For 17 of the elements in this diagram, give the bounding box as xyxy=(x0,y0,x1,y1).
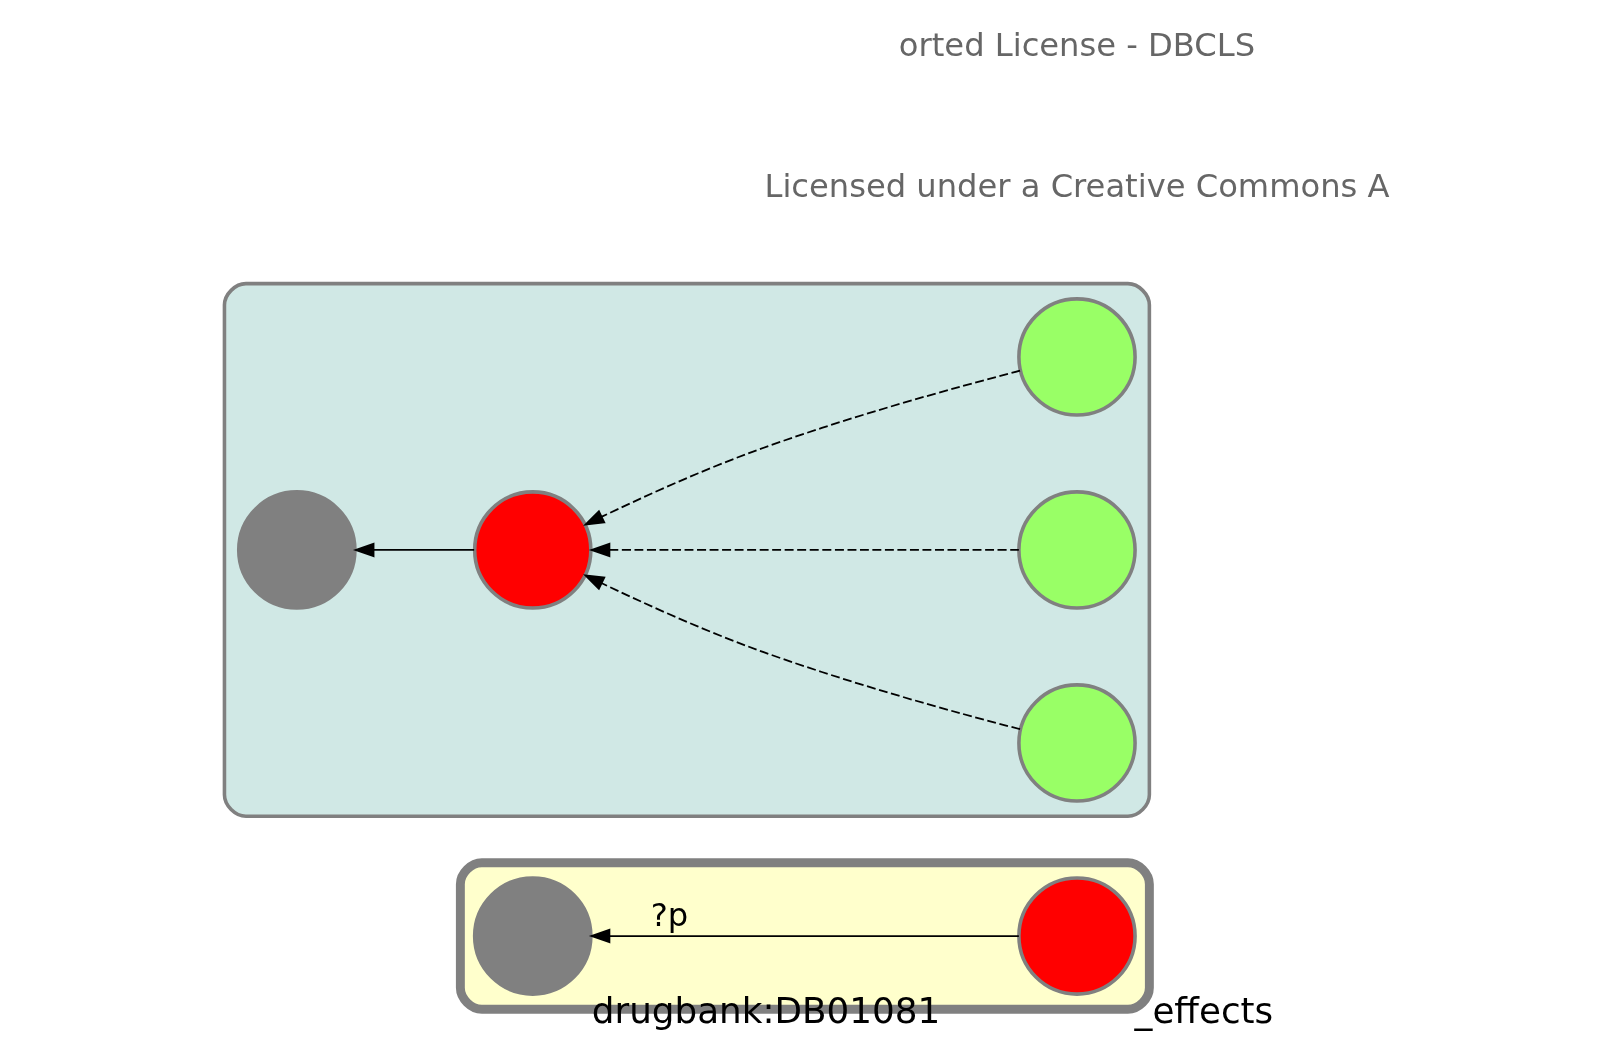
edge-label: ?p xyxy=(650,896,688,935)
node-circle xyxy=(1016,876,1137,996)
arrow xyxy=(352,542,475,558)
arrow xyxy=(588,928,1020,944)
arrow xyxy=(582,574,1021,731)
label: orted License - DBCLS xyxy=(898,25,1255,64)
arrow xyxy=(582,369,1021,526)
node-circle xyxy=(1016,490,1137,610)
cluster xyxy=(222,281,1151,819)
node-circle xyxy=(236,490,357,610)
node-circle xyxy=(1016,297,1137,417)
arrow xyxy=(588,542,1020,558)
node-circle xyxy=(1016,683,1137,803)
node-circle xyxy=(472,490,593,610)
node-label: _effects xyxy=(1134,989,1273,1031)
label: Licensed under a Creative Commons A xyxy=(763,166,1389,205)
node-circle xyxy=(472,876,593,996)
